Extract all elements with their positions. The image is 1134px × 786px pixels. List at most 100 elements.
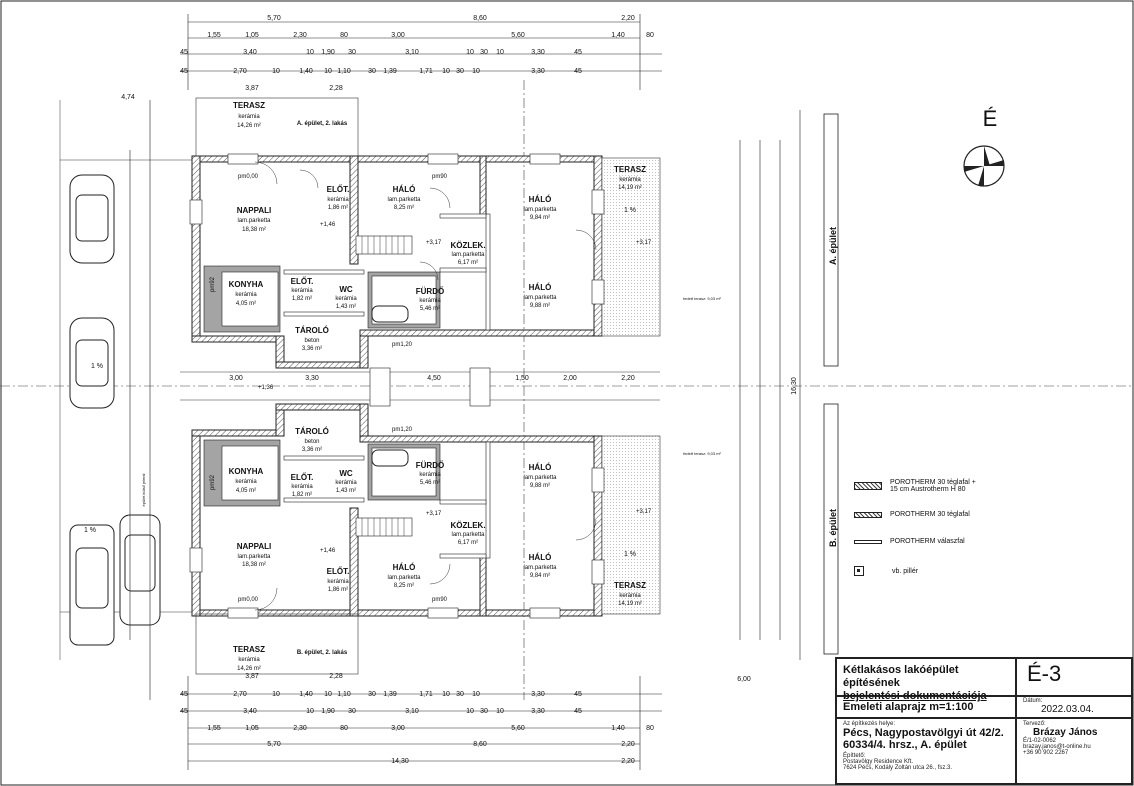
- dim-text: 1,05: [245, 725, 259, 732]
- room-mat: kerámia: [335, 296, 357, 302]
- building-b-plan: [189, 403, 661, 675]
- level-p146-b: +1,46: [320, 548, 336, 554]
- client-label: Építtető:: [843, 753, 866, 759]
- car-4: [119, 514, 161, 626]
- dim-text: 5,70: [267, 741, 281, 748]
- room-mat: lam.parketta: [387, 575, 421, 581]
- date-cell: Dátum: 2022.03.04.: [1016, 696, 1132, 718]
- room-name: TERASZ: [614, 165, 646, 174]
- middle-passage: [180, 367, 660, 407]
- dim-text: 80: [340, 32, 348, 39]
- dim-text: 1,55: [207, 725, 221, 732]
- dim-text: 10: [472, 691, 480, 698]
- dim-text: 1,39: [383, 691, 397, 698]
- dim-text: 3,30: [305, 375, 319, 382]
- legend-swatch-hatch: [854, 511, 882, 518]
- room-name: HÁLÓ: [529, 195, 552, 204]
- project-title-line1: Kétlakásos lakóépület építésének: [843, 664, 959, 689]
- dim-text: 1,55: [207, 32, 221, 39]
- designer-name: Brázay János: [1033, 727, 1098, 738]
- site-label: Az építkezés helye:: [843, 721, 896, 727]
- designer-email: brazay.janos@t-online.hu: [1023, 744, 1091, 750]
- date-value: 2022.03.04.: [1041, 704, 1094, 715]
- dim-text: 1,40: [299, 691, 313, 698]
- room-mat: kerámia: [335, 480, 357, 486]
- dim-text: 1,10: [337, 68, 351, 75]
- designer-phone: +36 90 902 2267: [1023, 750, 1069, 756]
- legend-label: vb. pillér: [892, 567, 919, 575]
- level-p146-a: +1,46: [320, 222, 336, 228]
- dim-text: 10: [272, 691, 280, 698]
- dim-text: 3,00: [229, 375, 243, 382]
- room-mat: kerámia: [619, 177, 641, 183]
- north-label: É: [983, 106, 998, 131]
- dim-text: 80: [646, 725, 654, 732]
- dim-text: 2,20: [621, 758, 635, 765]
- dim-text: 30: [456, 68, 464, 75]
- dim-text: 45: [574, 68, 582, 75]
- slope-left-b: 1 %: [84, 527, 96, 534]
- dim-text: 2,70: [233, 691, 247, 698]
- room-area: 18,38 m²: [242, 562, 266, 568]
- room-mat: kerámia: [291, 484, 313, 490]
- dim-text: 45: [180, 49, 188, 56]
- room-area: 14,19 m²: [618, 185, 642, 191]
- unit-label-a: A. épület, 2. lakás: [297, 121, 348, 127]
- room-mat: kerámia: [327, 579, 349, 585]
- terrace-note-a: fedett terasz: 9,03 m²: [683, 296, 721, 301]
- legend-label: POROTHERM válaszfal: [890, 538, 965, 545]
- title-block: Kétlakásos lakóépület építésének bejelen…: [835, 657, 1133, 785]
- room-name: KÖZLEK.: [450, 241, 485, 250]
- building-a-bar: [823, 113, 839, 367]
- room-area: 14,19 m²: [618, 601, 642, 607]
- room-mat: kerámia: [235, 479, 257, 485]
- dim-text: 2,00: [563, 375, 577, 382]
- dim-text: 5,60: [511, 725, 525, 732]
- dim-text: 1,71: [419, 691, 433, 698]
- dim-text: 3,87: [245, 673, 259, 680]
- room-area: 6,17 m²: [458, 260, 478, 266]
- stair-b: [355, 517, 413, 537]
- room-area: 3,36 m²: [302, 447, 322, 453]
- level-p317-a2: +3,17: [636, 240, 652, 246]
- dim-text: 1,05: [245, 32, 259, 39]
- dims-bottom-text: 3,87 2,28 45 2,70 10 1,40 10 1,10 30 1,3…: [180, 673, 751, 765]
- parking-note: épület külső jelenti: [141, 473, 146, 506]
- level-pm120-a: pm1,20: [392, 342, 413, 348]
- room-mat: kerámia: [238, 114, 260, 120]
- dim-text: 3,30: [531, 68, 545, 75]
- legend-label: POROTHERM 30 téglafal +: [890, 479, 976, 486]
- level-pm0-a: pm0,00: [238, 174, 259, 180]
- dim-text: 3,00: [391, 32, 405, 39]
- site-line1: Pécs, Nagypostavölgyi út 42/2.: [843, 727, 1004, 739]
- building-a-plan: [189, 97, 661, 369]
- room-area: 14,26 m²: [237, 666, 261, 672]
- dim-text: 3,10: [405, 49, 419, 56]
- pillar-icon: [854, 566, 864, 576]
- dim-text: 2,20: [621, 741, 635, 748]
- level-pm120-b: pm1,20: [392, 427, 413, 433]
- dim-text: 1,40: [611, 725, 625, 732]
- dim-text: 1,10: [337, 691, 351, 698]
- dim-text: 45: [180, 691, 188, 698]
- stair-a: [355, 235, 413, 255]
- room-area: 3,36 m²: [302, 346, 322, 352]
- room-name: KONYHA: [229, 280, 264, 289]
- dim-right-total: 16,30: [791, 377, 798, 395]
- room-area: 1,82 m²: [292, 296, 312, 302]
- room-mat: kerámia: [419, 298, 441, 304]
- room-mat: beton: [304, 338, 319, 344]
- dim-text: 3,00: [391, 725, 405, 732]
- dim-text: 80: [340, 725, 348, 732]
- legend-swatch-thin: [854, 539, 882, 544]
- room-name: TÁROLÓ: [295, 326, 329, 335]
- dims-right: [739, 110, 801, 660]
- north-arrow-icon: [963, 145, 1005, 187]
- room-mat: kerámia: [619, 593, 641, 599]
- building-b-bar: [823, 403, 839, 655]
- dim-text: 3,87: [245, 85, 259, 92]
- slope-left: 1 %: [91, 363, 103, 370]
- legend-label: POROTHERM 30 téglafal: [890, 511, 970, 518]
- room-area: 1,43 m²: [336, 488, 356, 494]
